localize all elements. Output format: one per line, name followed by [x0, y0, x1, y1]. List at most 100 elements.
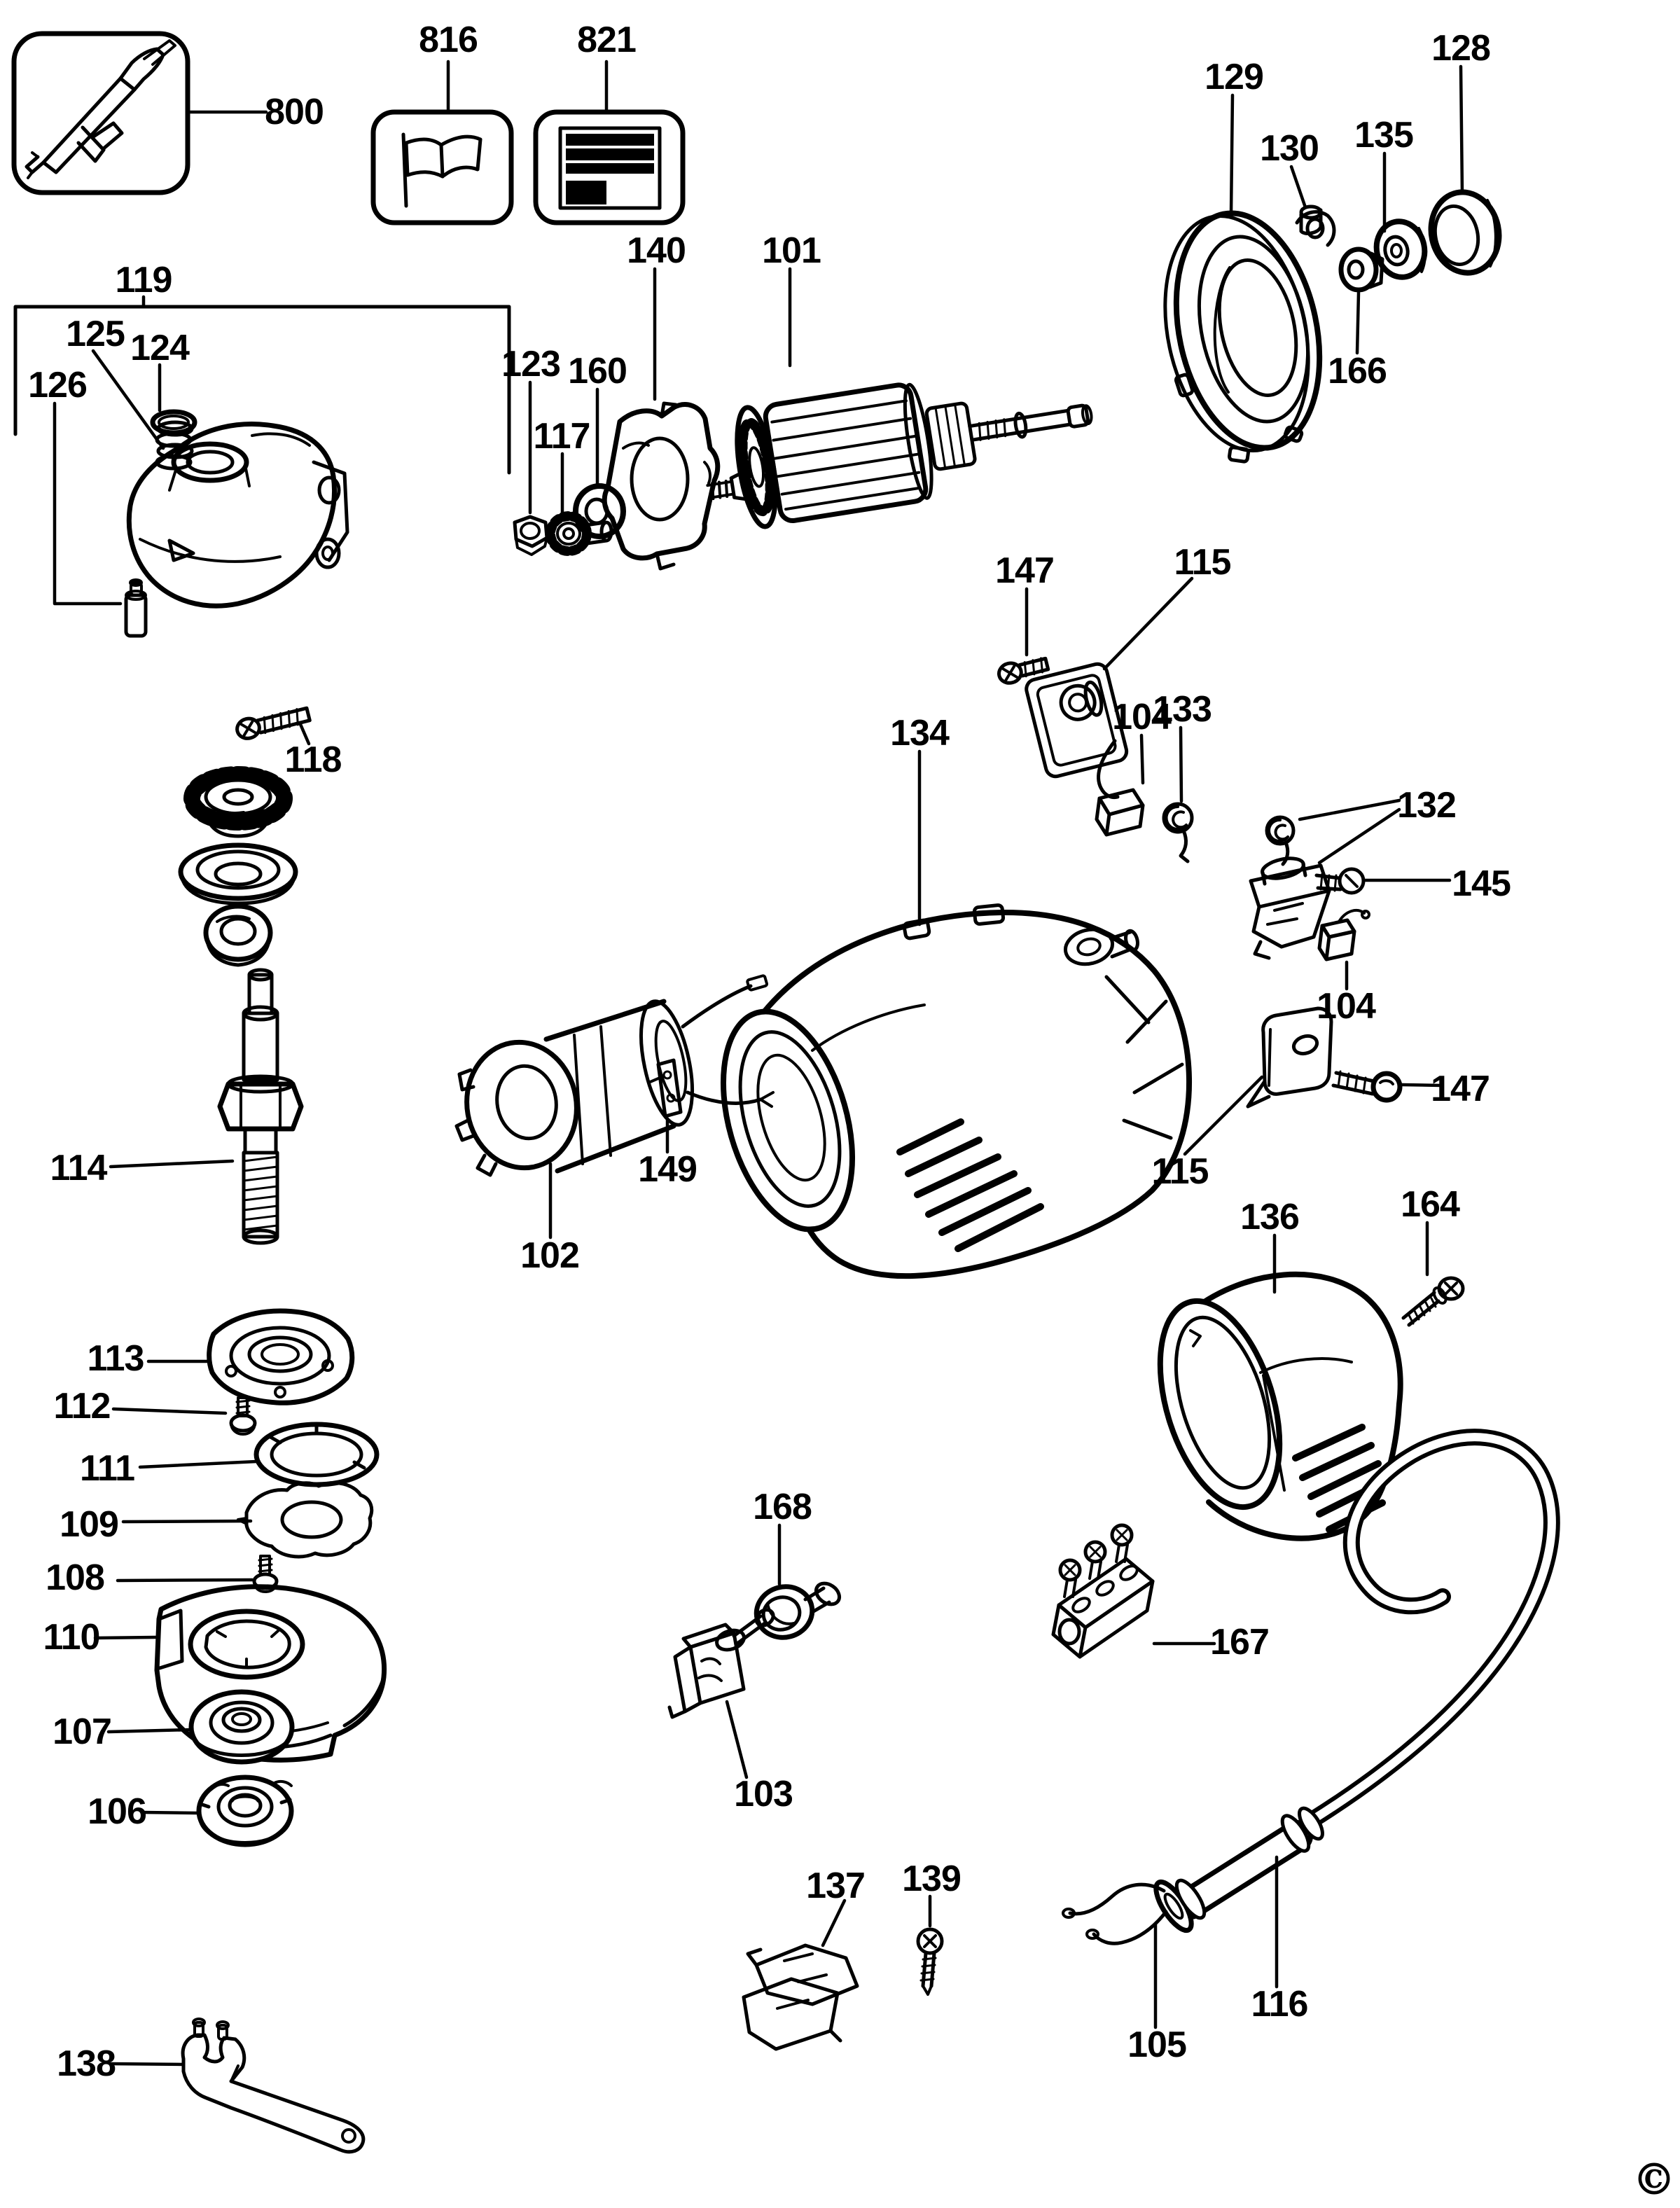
flag-icon	[401, 132, 483, 208]
gearcase-group-bracket	[13, 305, 511, 475]
part-label-130: 130	[1260, 128, 1319, 169]
cam-plate-illustration-109	[237, 1481, 374, 1559]
part-label-118: 118	[285, 740, 342, 780]
screw-illustration-139	[916, 1927, 944, 1996]
part-label-129: 129	[1205, 57, 1263, 97]
motor-cover-illustration-136	[1157, 1271, 1403, 1541]
leader-line-104a	[1139, 733, 1145, 785]
lead-wire-illustration-104a	[1095, 739, 1145, 837]
bearing-illustration-135	[1373, 218, 1428, 280]
gearcase-housing-illustration-119	[126, 422, 349, 609]
part-label-149: 149	[638, 1149, 697, 1190]
leader-line-129	[1229, 93, 1235, 216]
part-label-140: 140	[627, 230, 686, 271]
part-label-137: 137	[806, 1866, 865, 1906]
part-label-113: 113	[88, 1338, 144, 1379]
part-label-166: 166	[1328, 351, 1387, 391]
brush-window-plate-illustration-115a	[1025, 662, 1129, 779]
part-label-115a: 115	[1174, 542, 1231, 583]
accessory-box-821	[533, 109, 686, 225]
power-cord-illustration-116	[1153, 1429, 1560, 1933]
screw-illustration-164	[1401, 1276, 1465, 1327]
part-label-821: 821	[577, 20, 636, 60]
dished-washer-illustration-122	[178, 842, 298, 905]
screw-illustration-112	[229, 1396, 257, 1436]
leader-line-115a	[1102, 576, 1194, 671]
part-label-114: 114	[50, 1148, 108, 1188]
part-label-104b: 104	[1317, 986, 1376, 1027]
part-label-115b: 115	[1152, 1151, 1209, 1192]
part-label-128: 128	[1431, 28, 1490, 69]
part-label-104a: 104	[1112, 697, 1172, 737]
part-label-167: 167	[1210, 1622, 1269, 1662]
leader-line-111	[138, 1459, 258, 1469]
part-label-145: 145	[1452, 863, 1511, 904]
part-label-102: 102	[520, 1235, 579, 1276]
thermal-clip-illustration-133	[1162, 802, 1194, 863]
leader-line-118	[298, 721, 311, 746]
part-label-160: 160	[568, 351, 627, 391]
part-label-136: 136	[1240, 1197, 1299, 1237]
part-label-105: 105	[1127, 2025, 1186, 2065]
part-label-117a: 117	[534, 416, 590, 457]
baffle-plate-illustration-140	[602, 401, 721, 571]
leader-line-103	[725, 1700, 749, 1779]
leader-line-107	[106, 1728, 193, 1734]
part-label-147a: 147	[995, 550, 1054, 591]
terminal-screws	[1058, 1523, 1134, 1598]
accessory-box-800	[11, 31, 190, 195]
part-label-123: 123	[501, 344, 560, 384]
leader-line-128	[1459, 64, 1464, 195]
part-label-134: 134	[890, 713, 950, 754]
brush-window-plate-illustration-115b	[1246, 1006, 1333, 1109]
part-label-111: 111	[80, 1448, 134, 1489]
ball-bearing-illustration-127	[203, 903, 273, 967]
screw-illustration-145	[1314, 867, 1366, 895]
spindle-illustration-114	[217, 968, 304, 1245]
bevel-gear-illustration-117	[183, 766, 293, 838]
part-label-139: 139	[902, 1859, 961, 1899]
part-label-124: 124	[130, 328, 190, 368]
leader-line-109	[121, 1519, 253, 1524]
part-label-101: 101	[762, 230, 821, 271]
leader-line-132-1	[1317, 807, 1401, 865]
leader-line-115b	[1183, 1075, 1264, 1156]
switch-assembly-illustration-132	[1249, 815, 1331, 960]
part-label-126: 126	[28, 365, 87, 405]
o-ring-illustration-124	[150, 409, 197, 436]
clamp-nut-illustration-106	[196, 1775, 294, 1847]
part-label-125: 125	[66, 314, 125, 354]
terminal-block-illustration-167	[1051, 1523, 1155, 1659]
part-label-168: 168	[753, 1487, 812, 1527]
lock-ring-illustration-111	[254, 1422, 380, 1487]
part-label-112: 112	[54, 1386, 111, 1426]
field-coil-illustration-102	[454, 974, 775, 1177]
leader-line-126	[53, 401, 123, 606]
screw-illustration-147a	[997, 656, 1050, 685]
pin-wrench-illustration-138	[181, 2018, 366, 2154]
end-bell-housing-illustration-129	[1163, 210, 1336, 464]
part-label-119: 119	[116, 260, 172, 300]
pin-illustration-130	[1299, 204, 1323, 235]
part-label-103: 103	[734, 1774, 793, 1814]
brush-holder-illustration-149	[647, 1058, 683, 1118]
part-label-135: 135	[1354, 115, 1413, 155]
screw-illustration-118	[235, 706, 312, 740]
accessory-box-816	[370, 109, 514, 225]
leader-line-125	[91, 349, 165, 450]
leader-line-130	[1289, 165, 1307, 209]
grease-applicator-icon	[25, 39, 176, 179]
part-label-138: 138	[57, 2043, 116, 2084]
toggle-switch-illustration-103	[667, 1608, 775, 1719]
part-label-132: 132	[1397, 785, 1456, 826]
part-label-133: 133	[1153, 689, 1212, 730]
leader-line-132	[1298, 798, 1401, 821]
bearing-flange-illustration-113	[207, 1308, 355, 1405]
part-label-164: 164	[1401, 1184, 1460, 1225]
leader-line-108	[116, 1578, 254, 1583]
part-label-106: 106	[88, 1791, 146, 1832]
part-label-107: 107	[53, 1711, 111, 1752]
leader-line-114	[109, 1159, 235, 1169]
